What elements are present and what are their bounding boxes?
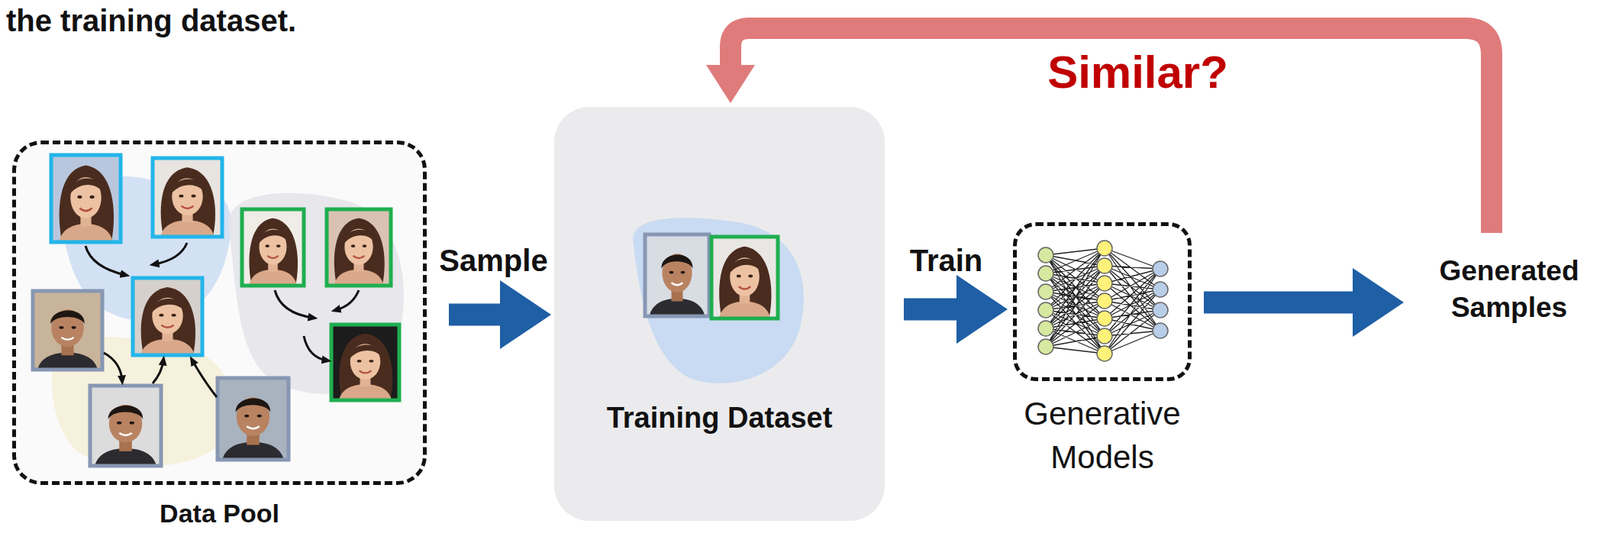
data-pool-box: Data Pool (12, 140, 427, 485)
neuron (1152, 261, 1168, 277)
face-figure (222, 396, 284, 460)
face-photo (645, 234, 710, 317)
neuron (1152, 281, 1168, 297)
photo-frame (645, 234, 710, 317)
generative-model-box: Generative Models (1012, 222, 1192, 381)
similarity-arrows (85, 242, 359, 397)
photo-frame (32, 290, 103, 370)
neuron (1038, 265, 1054, 281)
photo-frame (90, 385, 162, 466)
face-figure (160, 167, 216, 237)
similarity-arrow (85, 245, 126, 275)
cluster-region (632, 217, 804, 384)
face-photo (32, 290, 103, 370)
similarity-arrow (303, 335, 327, 361)
face-figure (140, 287, 196, 355)
face-photo (326, 209, 391, 286)
face-photo (90, 385, 162, 466)
face-photo (152, 158, 223, 237)
neuron (1038, 302, 1054, 318)
photo-frame (241, 209, 304, 286)
photo-ground (90, 385, 162, 466)
neuron (1038, 247, 1054, 263)
photo-ground (132, 277, 203, 355)
neuron (1038, 338, 1054, 355)
node-label: Generative Models (987, 392, 1217, 479)
node-label: Training Dataset (554, 402, 885, 435)
photo-ground (645, 234, 710, 317)
neuron (1096, 310, 1113, 326)
similarity-arrow (335, 290, 359, 310)
face-figure (58, 164, 114, 242)
similarity-arrow (192, 360, 217, 397)
photo-ground (711, 236, 778, 319)
neuron (1152, 302, 1168, 318)
edge-label: Similar? (1047, 45, 1229, 99)
photo-ground (152, 158, 223, 237)
face-photo (241, 209, 304, 286)
photo-frame (51, 154, 121, 242)
cluster-region (228, 193, 404, 394)
photo-frame (132, 277, 203, 355)
face-figure (94, 404, 157, 466)
face-figure (333, 218, 384, 286)
cluster-region (61, 176, 233, 323)
flow-arrow (448, 303, 501, 326)
neuron (1096, 275, 1113, 291)
cluster-region (51, 336, 232, 467)
face-photo (711, 236, 778, 319)
neuron (1152, 322, 1168, 339)
neuron (1038, 320, 1054, 336)
photo-frame (152, 158, 223, 237)
photo-frame (711, 236, 778, 319)
node-label: Data Pool (12, 499, 427, 528)
edge-label: Train (909, 242, 984, 278)
photo-ground (241, 209, 304, 286)
photo-ground (326, 209, 391, 286)
similarity-arrow (154, 242, 188, 265)
face-figure (248, 218, 298, 286)
face-photo (217, 377, 289, 460)
photo-frame (217, 377, 289, 460)
face-photo (331, 324, 400, 400)
caption-fragment: the training dataset. (6, 3, 297, 39)
face-photo (132, 277, 203, 355)
photo-frame (331, 324, 400, 400)
face-figure (338, 333, 393, 400)
neuron (1038, 283, 1054, 300)
flow-arrow (1203, 291, 1354, 314)
face-figure (37, 309, 98, 370)
network-neurons (1038, 240, 1168, 362)
photo-frame (326, 209, 391, 286)
similarity-arrow (103, 352, 123, 381)
edge-label: Sample (438, 242, 548, 278)
training-dataset-box: Training Dataset (554, 106, 885, 521)
photo-ground (331, 324, 400, 400)
flow-arrow (903, 298, 958, 321)
neuron (1096, 328, 1113, 344)
similarity-arrow (274, 290, 313, 318)
neuron (1096, 240, 1113, 256)
neuron (1096, 293, 1113, 309)
neuron (1096, 345, 1113, 362)
photo-ground (217, 377, 289, 460)
network-weights (1045, 248, 1161, 354)
face-figure (649, 253, 706, 317)
face-figure (719, 246, 772, 319)
node-label: Generated Samples (1422, 252, 1596, 326)
face-photo (51, 154, 121, 242)
photo-ground (32, 290, 103, 370)
neuron (1096, 258, 1113, 274)
photo-ground (51, 154, 121, 242)
similarity-arrow (152, 360, 164, 384)
output-label: Generated Samples (1422, 232, 1596, 326)
